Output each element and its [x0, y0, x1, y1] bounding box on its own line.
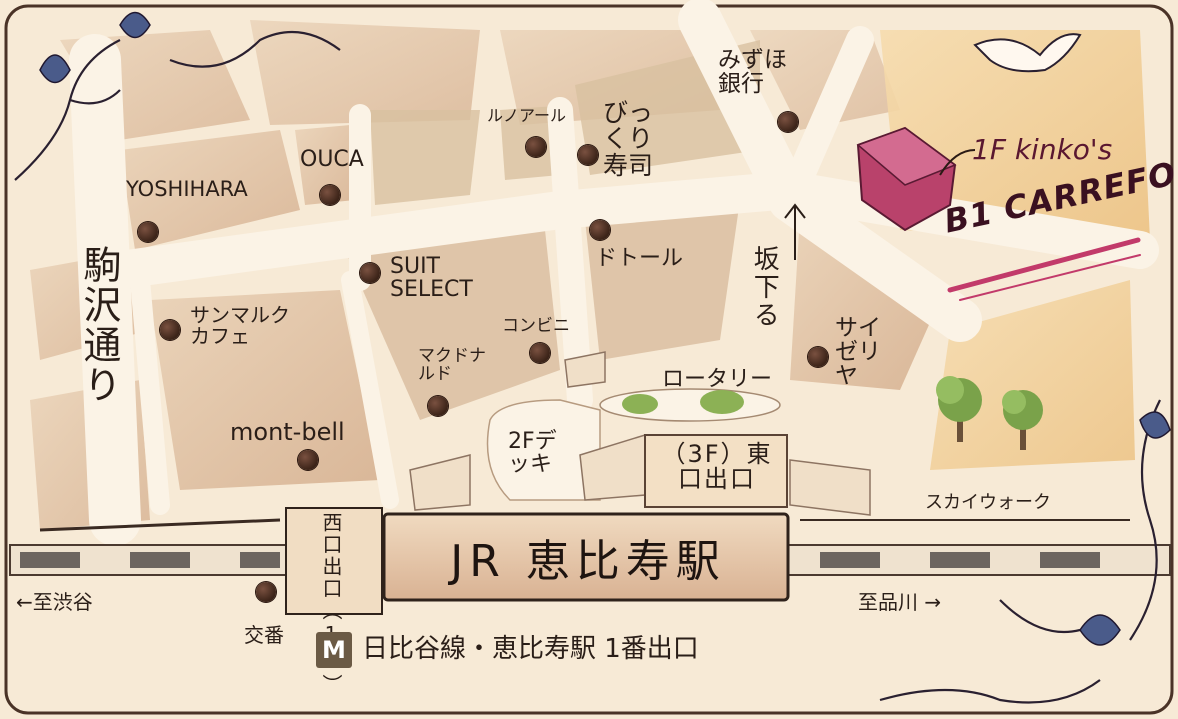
rotary-bush	[622, 394, 658, 414]
bikkuri-marker[interactable]	[578, 145, 598, 165]
bikkuri-label: びっくり寿司	[603, 98, 654, 180]
jr-ebisu-station-label[interactable]: JR 恵比寿駅	[450, 536, 726, 587]
suit-select-marker[interactable]	[360, 263, 380, 283]
decorative-flowers	[39, 11, 1171, 646]
suit-select-label: SUIT SELECT	[390, 254, 473, 303]
komazawa-street-label: 駒沢通り	[76, 245, 121, 405]
renoir-marker[interactable]	[526, 137, 546, 157]
bird-icon	[973, 33, 1082, 73]
block	[250, 20, 480, 125]
road	[776, 26, 874, 214]
road	[547, 97, 593, 413]
block	[345, 230, 560, 420]
block	[150, 290, 380, 490]
ouca-marker[interactable]	[320, 185, 340, 205]
road	[69, 34, 141, 546]
police-box-marker[interactable]	[256, 582, 276, 602]
mont-bell-label: mont-bell	[230, 418, 345, 446]
mcdonalds-label: マクドナルド	[418, 346, 486, 384]
skywalk-label: スカイウォーク	[925, 492, 1051, 513]
metro-exit-label[interactable]: 日比谷線・恵比寿駅 1番出口	[362, 634, 699, 664]
mizuho-label: みずほ銀行	[718, 47, 787, 98]
city-blocks	[30, 20, 1150, 530]
mcdonalds-marker[interactable]	[428, 396, 448, 416]
to-shinagawa-label: 至品川 →	[858, 590, 942, 614]
st-marc-cafe-marker[interactable]	[160, 320, 180, 340]
renoir-label: ルノアール	[487, 106, 567, 125]
block	[790, 215, 940, 390]
convenience-store-marker[interactable]	[530, 343, 550, 363]
east-exit-label[interactable]: （3F）東口出口	[661, 440, 773, 494]
saizeriya-marker[interactable]	[808, 347, 828, 367]
doutor-marker[interactable]	[590, 220, 610, 240]
block	[585, 200, 740, 360]
police-box-label: 交番	[244, 623, 284, 647]
east-exit-box	[644, 434, 788, 508]
rotary-bush	[700, 390, 744, 414]
mizuho-marker[interactable]	[778, 112, 798, 132]
block	[930, 280, 1135, 470]
road	[130, 270, 170, 515]
block	[120, 130, 300, 250]
kinkos-leader	[939, 149, 976, 176]
mont-bell-marker[interactable]	[298, 450, 318, 470]
slope-arrow-icon	[784, 203, 806, 260]
road	[101, 171, 1159, 289]
west-exit-box	[285, 507, 383, 615]
kinkos-label[interactable]: 1F kinko's	[972, 133, 1113, 166]
jr-station-building	[382, 512, 790, 602]
saizeriya-label: サイゼリヤ	[835, 315, 881, 390]
deck-2f	[486, 399, 601, 501]
decorative-vines	[14, 30, 1161, 704]
stairs	[409, 351, 871, 516]
carrefour-underline	[947, 237, 1141, 293]
rotary-label: ロータリー	[662, 367, 773, 392]
block	[370, 110, 480, 205]
doutor-label: ドトール	[595, 246, 684, 271]
metro-logo-icon: M	[316, 632, 352, 668]
block	[295, 125, 355, 205]
slope-label: 坂下る	[749, 245, 780, 329]
ouca-label: OUCA	[300, 147, 364, 172]
west-exit-label[interactable]: 西口出口（1F）	[319, 512, 343, 696]
deck-2f-label: 2Fデッキ	[508, 429, 557, 478]
roads	[69, 0, 1159, 546]
trees	[936, 376, 1043, 450]
st-marc-cafe-label: サンマルクカフェ	[190, 303, 290, 348]
convenience-store-label: コンビニ	[502, 316, 570, 336]
to-shibuya-label: ←至渋谷	[16, 590, 93, 614]
road	[341, 271, 399, 509]
yoshihara-label: YOSHIHARA	[126, 177, 248, 201]
yoshihara-marker[interactable]	[138, 222, 158, 242]
